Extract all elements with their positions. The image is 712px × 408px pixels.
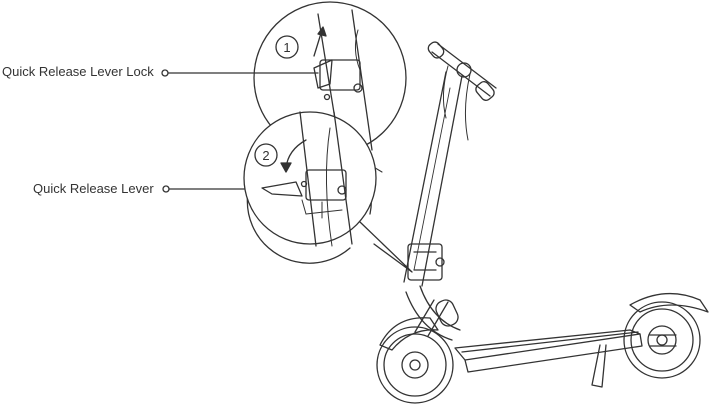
deck [455, 330, 642, 387]
rear-wheel [624, 294, 708, 378]
scooter [377, 40, 708, 403]
leader-line-lever-lock [162, 70, 318, 76]
front-wheel [377, 318, 453, 403]
folding-joint [406, 244, 461, 340]
handlebar [426, 40, 496, 140]
step-2-number: 2 [262, 148, 269, 163]
step-1-number: 1 [283, 40, 290, 55]
steering-stem [404, 72, 462, 336]
callout-lever: 2 [244, 112, 412, 272]
